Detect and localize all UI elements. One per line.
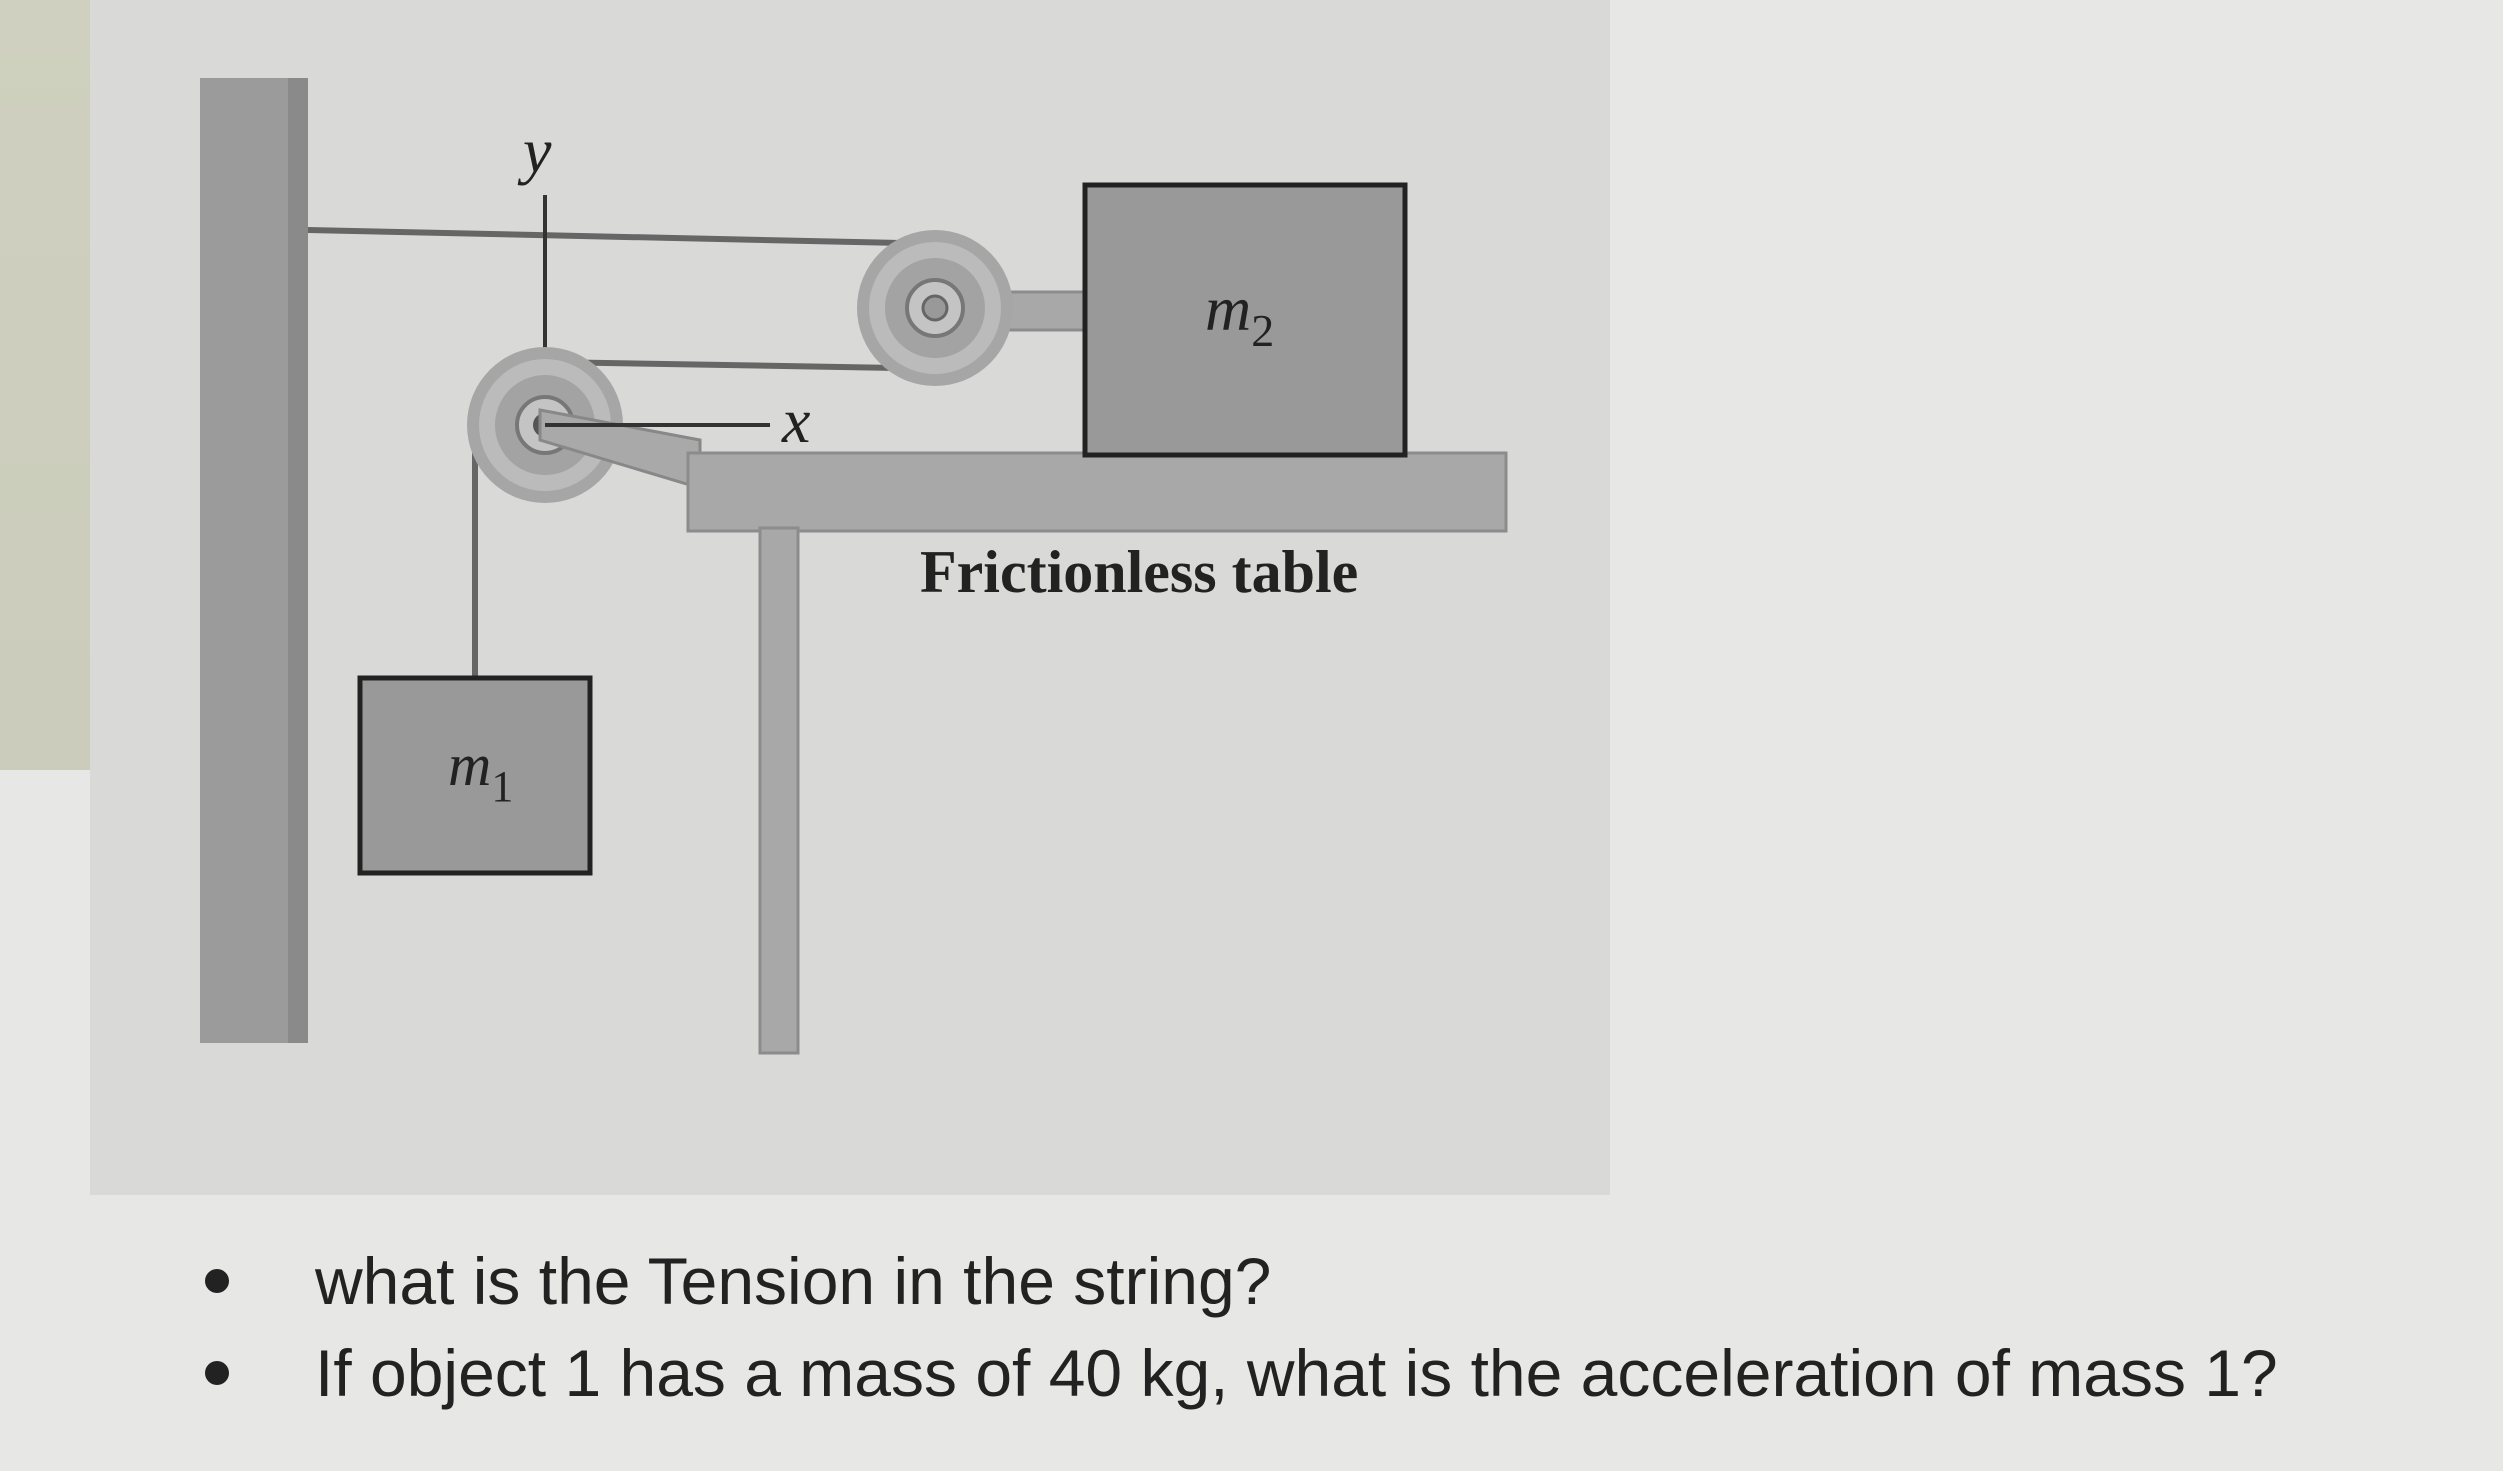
- table-leg: [758, 526, 800, 1055]
- question-item: If object 1 has a mass of 40 kg, what is…: [195, 1327, 2445, 1419]
- question-text: If object 1 has a mass of 40 kg, what is…: [315, 1336, 2278, 1410]
- block-m1: [357, 675, 593, 876]
- question-text: what is the Tension in the string?: [315, 1244, 1272, 1318]
- string-between-pulleys: [544, 359, 901, 371]
- string-wall-to-pulley: [307, 227, 901, 246]
- question-list: what is the Tension in the string? If ob…: [195, 1235, 2445, 1419]
- bullet-icon: [205, 1269, 229, 1293]
- wall: [200, 78, 300, 1043]
- right-pulley: [857, 230, 1013, 386]
- y-axis-label: y: [517, 115, 552, 186]
- x-axis-label: x: [781, 385, 810, 456]
- m2-label: m2: [1205, 273, 1274, 356]
- block-m2: [1082, 182, 1408, 458]
- table-top: [686, 451, 1508, 533]
- question-item: what is the Tension in the string?: [195, 1235, 2445, 1327]
- table-label: Frictionless table: [920, 539, 1358, 605]
- bullet-icon: [205, 1361, 229, 1385]
- m1-label: m1: [448, 732, 513, 811]
- wall-edge: [288, 78, 308, 1043]
